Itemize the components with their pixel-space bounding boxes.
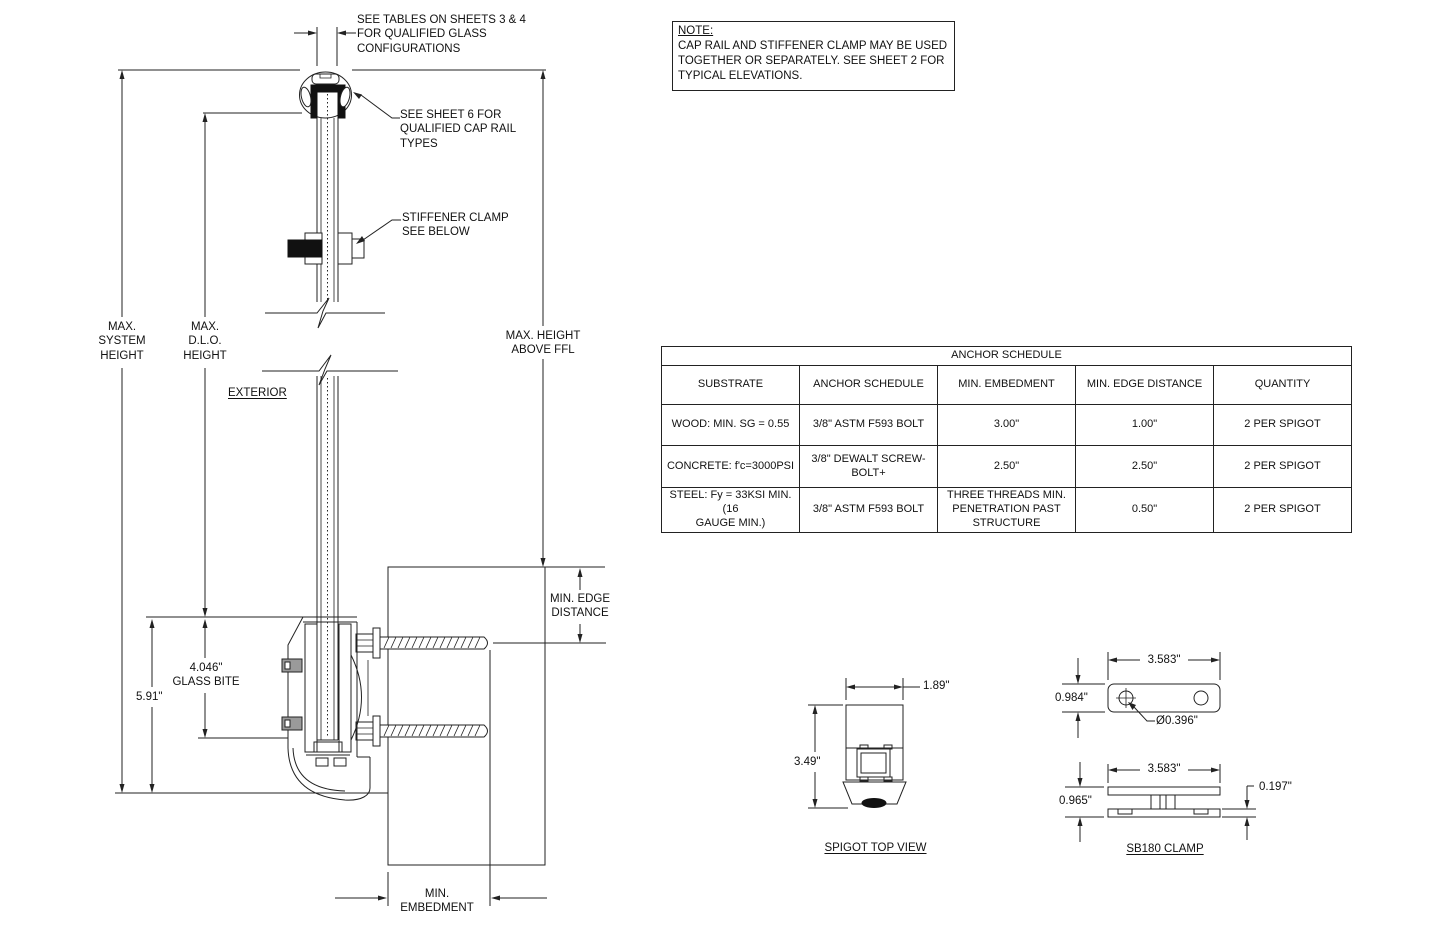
wall-structure bbox=[387, 566, 605, 866]
spigot-section-drawing bbox=[281, 616, 371, 801]
glass-bite-dim: 4.046" GLASS BITE bbox=[172, 662, 240, 689]
col-header-edge-distance: MIN. EDGE DISTANCE bbox=[1075, 365, 1214, 405]
spigot-height-dim: 3.49" bbox=[794, 756, 821, 768]
cell-embedment: THREE THREADS MIN. PENETRATION PAST STRU… bbox=[937, 487, 1076, 533]
system-height-dim: 5.91" bbox=[136, 691, 163, 703]
anchor-schedule-table: ANCHOR SCHEDULE SUBSTRATE ANCHOR SCHEDUL… bbox=[661, 346, 1352, 533]
sb180-hole-dia-dim: Ø0.396" bbox=[1156, 715, 1198, 727]
cap-rail-drawing bbox=[299, 71, 400, 119]
min-embedment-label: MIN. EMBEDMENT bbox=[400, 888, 474, 915]
col-header-anchor: ANCHOR SCHEDULE bbox=[799, 365, 938, 405]
cell-anchor: 3/8" ASTM F593 BOLT bbox=[799, 404, 938, 446]
cell-substrate: WOOD: MIN. SG = 0.55 bbox=[661, 404, 800, 446]
max-dlo-height-label: MAX. D.L.O. HEIGHT bbox=[183, 321, 227, 362]
cell-substrate: STEEL: Fy = 33KSI MIN. (16 GAUGE MIN.) bbox=[661, 487, 800, 533]
cell-edge-distance: 2.50" bbox=[1075, 445, 1214, 488]
cell-substrate: CONCRETE: f'c=3000PSI bbox=[661, 445, 800, 488]
spigot-width-dim: 1.89" bbox=[923, 680, 950, 692]
glass-config-note: SEE TABLES ON SHEETS 3 & 4 FOR QUALIFIED… bbox=[357, 14, 526, 55]
sb180-plan-depth-dim: 0.984" bbox=[1055, 692, 1088, 704]
spigot-top-view-drawing bbox=[808, 678, 920, 809]
stiffener-clamp-note: STIFFENER CLAMP SEE BELOW bbox=[402, 212, 509, 239]
max-height-above-ffl-label: MAX. HEIGHT ABOVE FFL bbox=[505, 330, 581, 357]
cell-edge-distance: 0.50" bbox=[1075, 487, 1214, 533]
cell-embedment: 3.00" bbox=[937, 404, 1076, 446]
sb180-section-height-dim: 0.965" bbox=[1059, 795, 1092, 807]
anchor-screw-lower bbox=[355, 715, 488, 747]
cell-quantity: 2 PER SPIGOT bbox=[1213, 487, 1352, 533]
dimension-linework bbox=[115, 27, 606, 906]
min-edge-distance-label: MIN. EDGE DISTANCE bbox=[549, 593, 611, 620]
cell-edge-distance: 1.00" bbox=[1075, 404, 1214, 446]
cell-quantity: 2 PER SPIGOT bbox=[1213, 404, 1352, 446]
sb180-section-view-drawing bbox=[1065, 762, 1256, 842]
note-box-title: NOTE: bbox=[678, 25, 714, 37]
sb180-clamp-label: SB180 CLAMP bbox=[1126, 843, 1204, 855]
col-header-quantity: QUANTITY bbox=[1213, 365, 1352, 405]
cap-rail-note: SEE SHEET 6 FOR QUALIFIED CAP RAIL TYPES bbox=[400, 109, 517, 150]
col-header-embedment: MIN. EMBEDMENT bbox=[937, 365, 1076, 405]
sb180-plate-thickness-dim: 0.197" bbox=[1259, 781, 1292, 793]
anchor-screw-upper bbox=[355, 627, 488, 659]
max-system-height-label: MAX. SYSTEM HEIGHT bbox=[98, 321, 146, 362]
sb180-section-width-dim: 3.583" bbox=[1147, 763, 1181, 775]
stiffener-clamp-drawing bbox=[287, 219, 401, 265]
spigot-top-view-label: SPIGOT TOP VIEW bbox=[824, 842, 927, 854]
table-row-wood: WOOD: MIN. SG = 0.55 3/8" ASTM F593 BOLT… bbox=[661, 404, 1352, 446]
table-row-steel: STEEL: Fy = 33KSI MIN. (16 GAUGE MIN.) 3… bbox=[661, 487, 1352, 533]
note-box: NOTE: CAP RAIL AND STIFFENER CLAMP MAY B… bbox=[672, 21, 955, 91]
col-header-substrate: SUBSTRATE bbox=[661, 365, 800, 405]
anchor-schedule-title: ANCHOR SCHEDULE bbox=[661, 346, 1352, 366]
sb180-plan-width-dim: 3.583" bbox=[1147, 654, 1181, 666]
note-box-body: CAP RAIL AND STIFFENER CLAMP MAY BE USED… bbox=[678, 39, 948, 82]
cell-anchor: 3/8" DEWALT SCREW-BOLT+ bbox=[799, 445, 938, 488]
exterior-label: EXTERIOR bbox=[228, 387, 287, 399]
cell-embedment: 2.50" bbox=[937, 445, 1076, 488]
table-row-concrete: CONCRETE: f'c=3000PSI 3/8" DEWALT SCREW-… bbox=[661, 445, 1352, 488]
glass-panel bbox=[262, 92, 398, 741]
cell-quantity: 2 PER SPIGOT bbox=[1213, 445, 1352, 488]
cell-anchor: 3/8" ASTM F593 BOLT bbox=[799, 487, 938, 533]
sb180-plan-view-drawing bbox=[1062, 652, 1221, 738]
